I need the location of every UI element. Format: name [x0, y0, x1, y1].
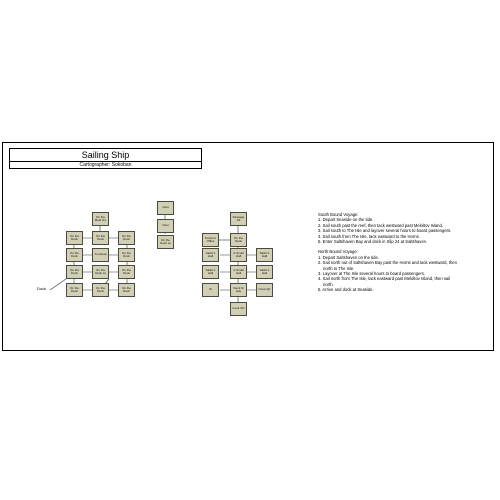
room-on-the-deck-d1[interactable]: On the Deck — [66, 283, 83, 297]
south-step: 1. Depart Seaside on the tide. — [318, 217, 374, 223]
room-sailors-hall-q3[interactable]: Sailor's Hall — [256, 248, 273, 262]
room-small-hall-s2[interactable]: A Small Hall — [230, 265, 247, 279]
room-on-the-dock-a1[interactable]: On the Dock — [66, 231, 83, 245]
south-step: 4. Sail south from The Isle, tack eastwa… — [318, 233, 420, 239]
room-nest-2[interactable]: Nest — [157, 219, 174, 233]
room-pursers-office[interactable]: Purser's Office — [202, 233, 219, 247]
room-on-the-deck-d3[interactable]: On the Deck — [118, 283, 135, 297]
south-step: 3. Sail south to The Isle and layover se… — [318, 228, 452, 234]
room-st[interactable]: St — [202, 283, 219, 297]
room-on-the-dock-c1[interactable]: On the Dock — [66, 265, 83, 279]
north-step-cont: north. — [323, 281, 334, 287]
south-step: 5. Enter Saltshaven Bay and dock in Slip… — [318, 239, 428, 245]
room-on-the-dock-b1[interactable]: On the Dock — [66, 248, 83, 262]
room-on-the-dock-a2[interactable]: On the Dock — [92, 231, 109, 245]
room-on-the-deck-p3[interactable]: On the Deck — [230, 233, 247, 247]
room-nest-1[interactable]: Nest — [157, 201, 174, 215]
dock-label: Dock — [37, 286, 47, 291]
room-on-the-deck-c2[interactable]: On the Deck ss — [92, 265, 109, 279]
north-step-cont: north to The Isle. — [323, 265, 355, 271]
voyage-notes: South Bound Voyage: 1. Depart Seaside on… — [318, 212, 490, 293]
room-sailors-hall-s3[interactable]: Sailor's Hall — [256, 265, 273, 279]
room-small-hall-q2[interactable]: A Small Hall — [230, 248, 247, 262]
room-cook-shi[interactable]: Cook Shi — [230, 302, 247, 316]
map-frame — [2, 142, 494, 351]
room-on-the-boat[interactable]: On the Boat (F) — [92, 212, 109, 226]
room-on-the-dock-b3[interactable]: On the Dock — [118, 248, 135, 262]
north-voyage-title: North Bound Voyage: — [318, 249, 358, 255]
south-step: 2. Sail south past the reef, then tack w… — [318, 222, 443, 228]
room-on-the-deck-c3[interactable]: On the Deck — [118, 265, 135, 279]
room-sailors-hall-s1[interactable]: Sailor's Hall — [202, 265, 219, 279]
north-step: 3. Layover at The Isle several hours to … — [318, 271, 425, 277]
south-voyage-title: South Bound Voyage: — [318, 212, 359, 217]
north-step: 4. Sail north from The Isle, tack eastwa… — [318, 276, 451, 282]
room-sailors-hall-q1[interactable]: Sailor's Hall — [202, 248, 219, 262]
north-step: 5. Arrive and dock at Seaside. — [318, 287, 374, 293]
room-on-the-dock-a3[interactable]: On the Dock — [118, 231, 135, 245]
north-step: 1. Depart Saltshaven on the tide. — [318, 254, 379, 260]
room-crew-qtr[interactable]: Crew Qtr — [256, 283, 273, 297]
room-at-sheaa[interactable]: At sheaa — [92, 248, 109, 262]
room-passage-aft[interactable]: Passage Aft — [230, 212, 247, 226]
connector — [49, 278, 67, 291]
map-subtitle: Cartographer: Sokoban — [9, 161, 202, 169]
room-deck-way[interactable]: Deck ltt way — [230, 283, 247, 297]
room-on-the-deck-d2[interactable]: On the Deck — [92, 283, 109, 297]
room-on-the-deck-m3[interactable]: On the Deck ss — [157, 235, 174, 249]
north-step: 2. Sail north out of Saltshaven Bay past… — [318, 260, 457, 266]
